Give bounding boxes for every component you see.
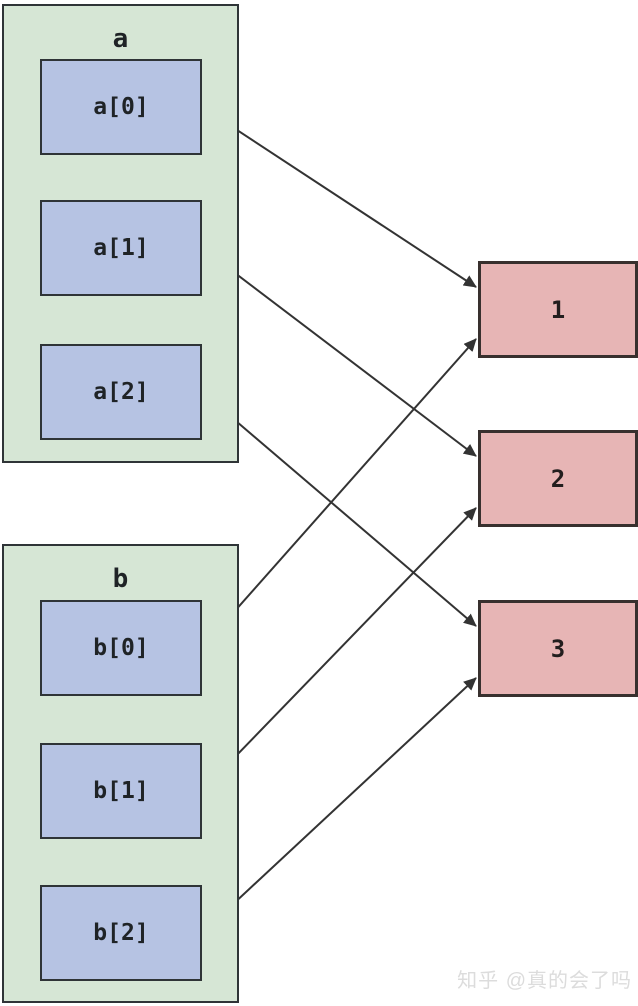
arrow-a[1]-to-2 — [201, 247, 477, 457]
element-box-a2: a[2] — [40, 344, 202, 440]
arrow-a[2]-to-3 — [201, 391, 477, 627]
element-box-a0: a[0] — [40, 59, 202, 155]
value-box-1: 1 — [478, 261, 638, 358]
element-box-b2: b[2] — [40, 885, 202, 981]
array-a-container: a a[0] a[1] a[2] — [2, 4, 239, 463]
arrow-b[2]-to-3 — [201, 677, 477, 934]
array-a-label: a — [112, 24, 129, 54]
watermark-text: 知乎 @真的会了吗 — [457, 970, 632, 992]
arrow-b[0]-to-1 — [201, 338, 477, 649]
element-box-a1: a[1] — [40, 200, 202, 296]
arrow-b[1]-to-2 — [201, 507, 477, 792]
array-b-label: b — [112, 564, 129, 594]
element-box-b0: b[0] — [40, 600, 202, 696]
element-box-b1: b[1] — [40, 743, 202, 839]
value-box-2: 2 — [478, 430, 638, 527]
arrow-a[0]-to-1 — [201, 106, 477, 288]
array-b-container: b b[0] b[1] b[2] — [2, 544, 239, 1003]
value-box-3: 3 — [478, 600, 638, 697]
